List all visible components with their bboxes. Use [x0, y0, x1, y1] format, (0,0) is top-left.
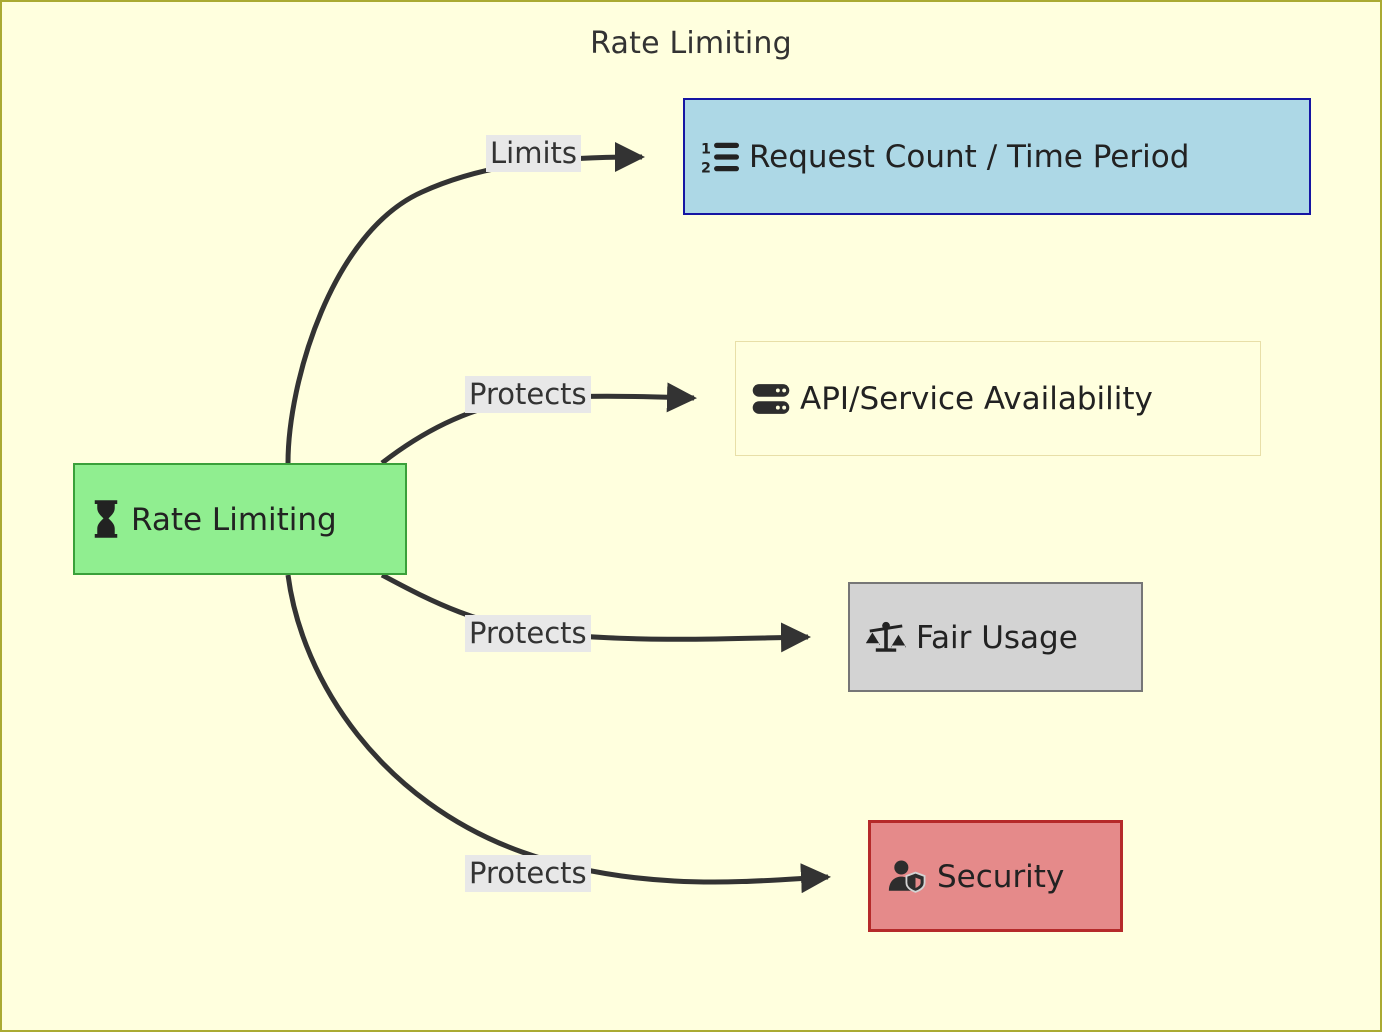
hourglass-icon	[91, 500, 121, 538]
edge-label-limits: Limits	[486, 135, 581, 173]
balance-scale-icon	[866, 620, 906, 654]
user-shield-icon	[887, 859, 927, 893]
edge-label-protects-api: Protects	[465, 376, 591, 414]
svg-text:2: 2	[701, 160, 711, 175]
edge-limits-path	[285, 142, 645, 464]
edge-protects-fair-path	[380, 572, 811, 653]
diagram-title: Rate Limiting	[590, 26, 792, 61]
edge-label-protects-fair: Protects	[465, 615, 591, 653]
node-fair-usage[interactable]: Fair Usage	[848, 582, 1143, 692]
node-api-availability-label: API/Service Availability	[800, 381, 1153, 417]
node-request-count[interactable]: 1 2 Request Count / Time Period	[683, 98, 1311, 215]
svg-text:1: 1	[701, 141, 711, 157]
node-fair-usage-label: Fair Usage	[916, 619, 1078, 656]
node-security[interactable]: Security	[868, 820, 1123, 932]
edge-label-protects-security: Protects	[465, 855, 591, 893]
node-security-label: Security	[937, 858, 1065, 895]
server-icon	[752, 383, 790, 415]
numbered-list-icon: 1 2	[701, 139, 739, 175]
node-request-count-label: Request Count / Time Period	[749, 139, 1190, 175]
node-rate-limiting-label: Rate Limiting	[131, 501, 337, 538]
node-rate-limiting[interactable]: Rate Limiting	[73, 463, 407, 575]
node-api-availability[interactable]: API/Service Availability	[735, 341, 1261, 456]
